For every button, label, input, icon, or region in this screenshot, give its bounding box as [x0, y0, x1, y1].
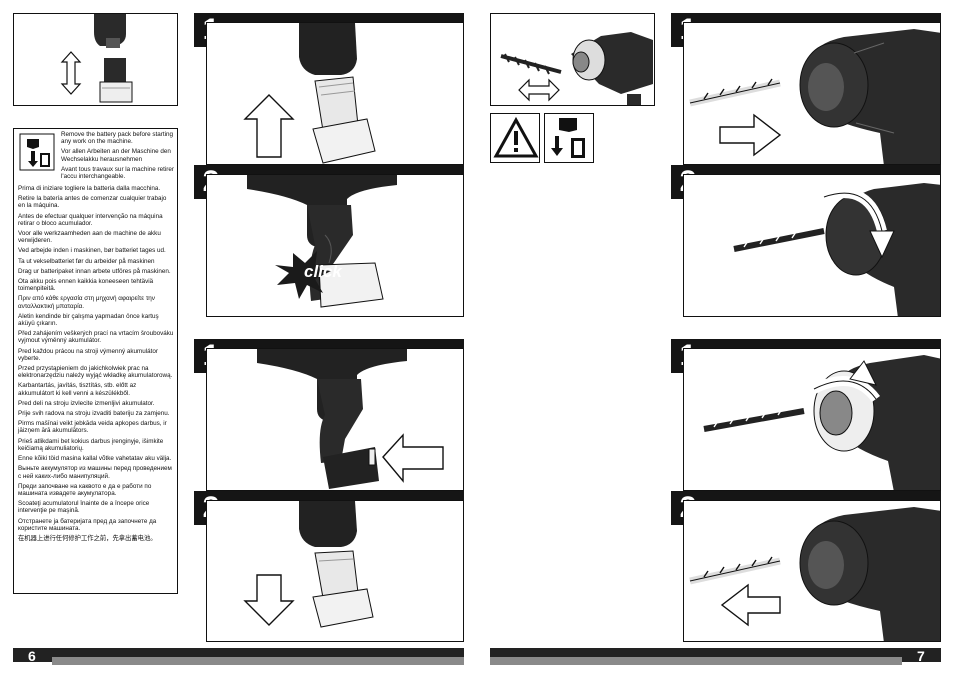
warning-mk: Отстранете ја батеријата пред да започне…	[18, 517, 157, 532]
insert-bit-step2-illustration	[683, 174, 941, 317]
page-number-right: 7	[917, 648, 925, 664]
warning-da: Ved arbejde inden i maskinen, bør batter…	[18, 247, 166, 255]
warning-ro: Scoateţi acumulatorul înainte de a încep…	[18, 500, 150, 515]
remove-battery-drawing	[243, 501, 374, 628]
step-bar	[671, 13, 941, 22]
step-bar	[194, 491, 464, 500]
warning-sk: Pred každou prácou na stroji výmenný aku…	[18, 347, 159, 362]
warning-nl: Voor alle werkzaamheden aan de machine d…	[18, 230, 161, 245]
warning-el: Πριν από κάθε εργασία στη μηχανή αφαιρεί…	[18, 295, 155, 310]
step-bar	[194, 13, 464, 22]
step-bar	[194, 165, 464, 174]
warning-bg: Преди започване на каквото е да е работи…	[18, 482, 152, 497]
warning-et: Enne kõiki töid masina kallal võtke vahe…	[18, 455, 172, 463]
warning-hu: Karbantartás, javítás, tisztítás, stb. e…	[18, 382, 137, 397]
battery-swap-illustration	[13, 13, 178, 106]
drill-bit-overview-drawing	[500, 32, 653, 105]
insert-bit-step1-illustration	[683, 22, 941, 165]
warning-fi: Ota akku pois ennen kaikkia koneeseen te…	[18, 278, 154, 293]
warning-fr: Avant tous travaux sur la machine retire…	[61, 165, 174, 181]
warning-sl: Pred deli na stroju izvlecite izmenljivi…	[18, 399, 155, 407]
page-number-left: 6	[28, 648, 36, 664]
warning-triangle-icon	[490, 113, 540, 163]
warning-pl: Przed przystąpieniem do jakichkolwiek pr…	[18, 365, 173, 380]
footer-grey-left	[52, 657, 464, 665]
warning-pt: Antes de efectuar qualquer intervenção n…	[18, 212, 163, 227]
insert-battery-drawing	[243, 23, 376, 164]
step-bar	[671, 339, 941, 348]
battery-removal-icon	[19, 133, 55, 171]
release-battery-step1-illustration	[206, 348, 464, 491]
loosen-chuck-drawing	[703, 355, 940, 490]
footer-grey-right	[490, 657, 902, 665]
push-release-drawing	[257, 349, 444, 489]
warning-tr: Aletin kendinde bir çalışma yapmadan önc…	[18, 312, 159, 328]
warning-zh: 在机器上进行任何修护工作之前，先拿出蓄电池。	[18, 534, 157, 542]
battery-warning-box: Remove the battery pack before starting …	[13, 128, 178, 594]
warning-en: Remove the battery pack before starting …	[61, 131, 174, 146]
click-battery-drawing	[247, 175, 397, 308]
warning-lt: Prieš atlikdami bet kokius darbus įrengi…	[18, 437, 164, 452]
warning-cs: Před zahájením veškerých prací na vrtací…	[18, 330, 174, 345]
remove-bit-drawing	[689, 507, 940, 641]
warning-top-text: Remove the battery pack before starting …	[61, 131, 176, 183]
warning-hr: Prije svih radova na stroju izvaditi bat…	[18, 410, 170, 418]
warning-translations-list: Prima di iniziare togliere la batteria d…	[18, 185, 174, 545]
warning-sv: Drag ur batteripaket innan arbete utföre…	[18, 267, 171, 275]
warning-it: Prima di iniziare togliere la batteria d…	[18, 185, 161, 192]
warning-triangle-drawing	[493, 116, 539, 158]
insert-battery-step2-illustration: click	[206, 174, 464, 317]
warning-de: Vor allen Arbeiten an der Maschine den W…	[61, 148, 171, 163]
remove-battery-icon	[544, 113, 594, 163]
drill-bit-overview-illustration	[490, 13, 655, 106]
remove-bit-step1-illustration	[683, 348, 941, 491]
insert-bit-drawing	[689, 29, 940, 164]
warning-es: Retire la batería antes de comenzar cual…	[18, 195, 167, 210]
tighten-chuck-drawing	[733, 183, 940, 316]
remove-battery-icon-drawing	[551, 118, 585, 158]
step-bar	[194, 339, 464, 348]
release-battery-step2-illustration	[206, 500, 464, 642]
insert-battery-step1-illustration	[206, 22, 464, 165]
warning-ru: Выньте аккумулятор из машины перед прове…	[18, 465, 172, 480]
remove-bit-step2-illustration	[683, 500, 941, 642]
battery-swap-drawing	[60, 14, 133, 103]
warning-no: Ta ut vekselbatteriet før du arbeider på…	[18, 257, 155, 265]
step-bar	[671, 165, 941, 174]
click-label: click	[304, 262, 342, 281]
warning-lv: Pirms mašīnai veikt jebkāda veida apkope…	[18, 420, 167, 435]
step-bar	[671, 491, 941, 500]
